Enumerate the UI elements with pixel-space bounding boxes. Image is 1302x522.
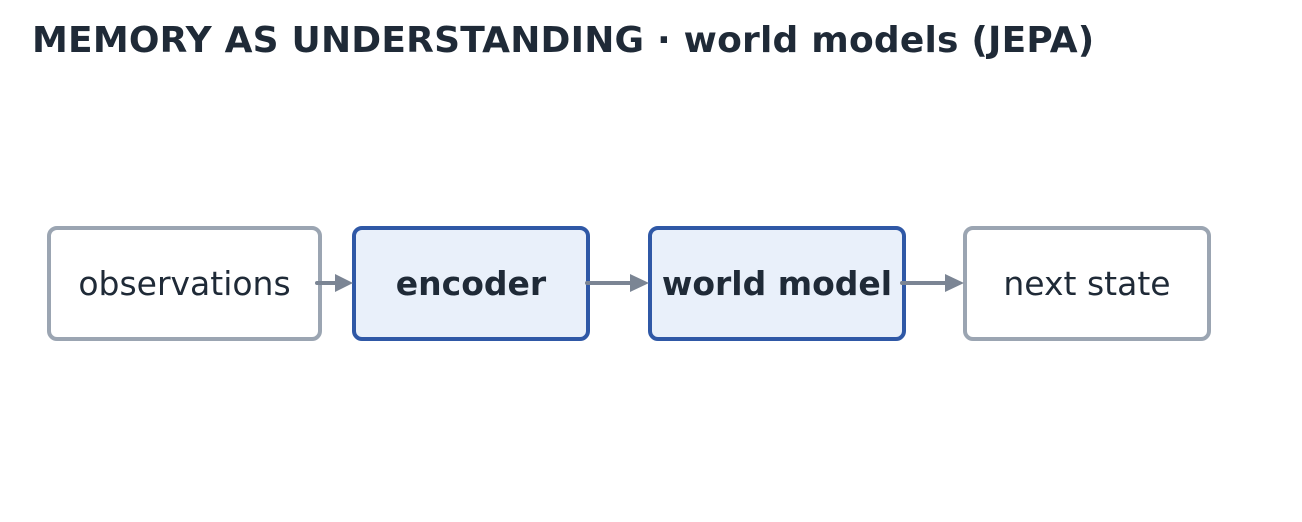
node-encoder: encoder: [352, 226, 590, 341]
node-observations: observations: [47, 226, 322, 341]
node-world-model: world model: [648, 226, 906, 341]
page-title: MEMORY AS UNDERSTANDING · world models (…: [32, 20, 1095, 61]
edge-world-model-next-state: [900, 274, 964, 292]
node-next-state: next state: [963, 226, 1211, 341]
edge-observations-encoder: [315, 274, 353, 292]
node-observations-label: observations: [78, 264, 291, 303]
node-encoder-label: encoder: [395, 264, 547, 303]
node-world-model-label: world model: [661, 264, 893, 303]
node-next-state-label: next state: [1003, 264, 1171, 303]
edge-encoder-world-model: [585, 274, 649, 292]
